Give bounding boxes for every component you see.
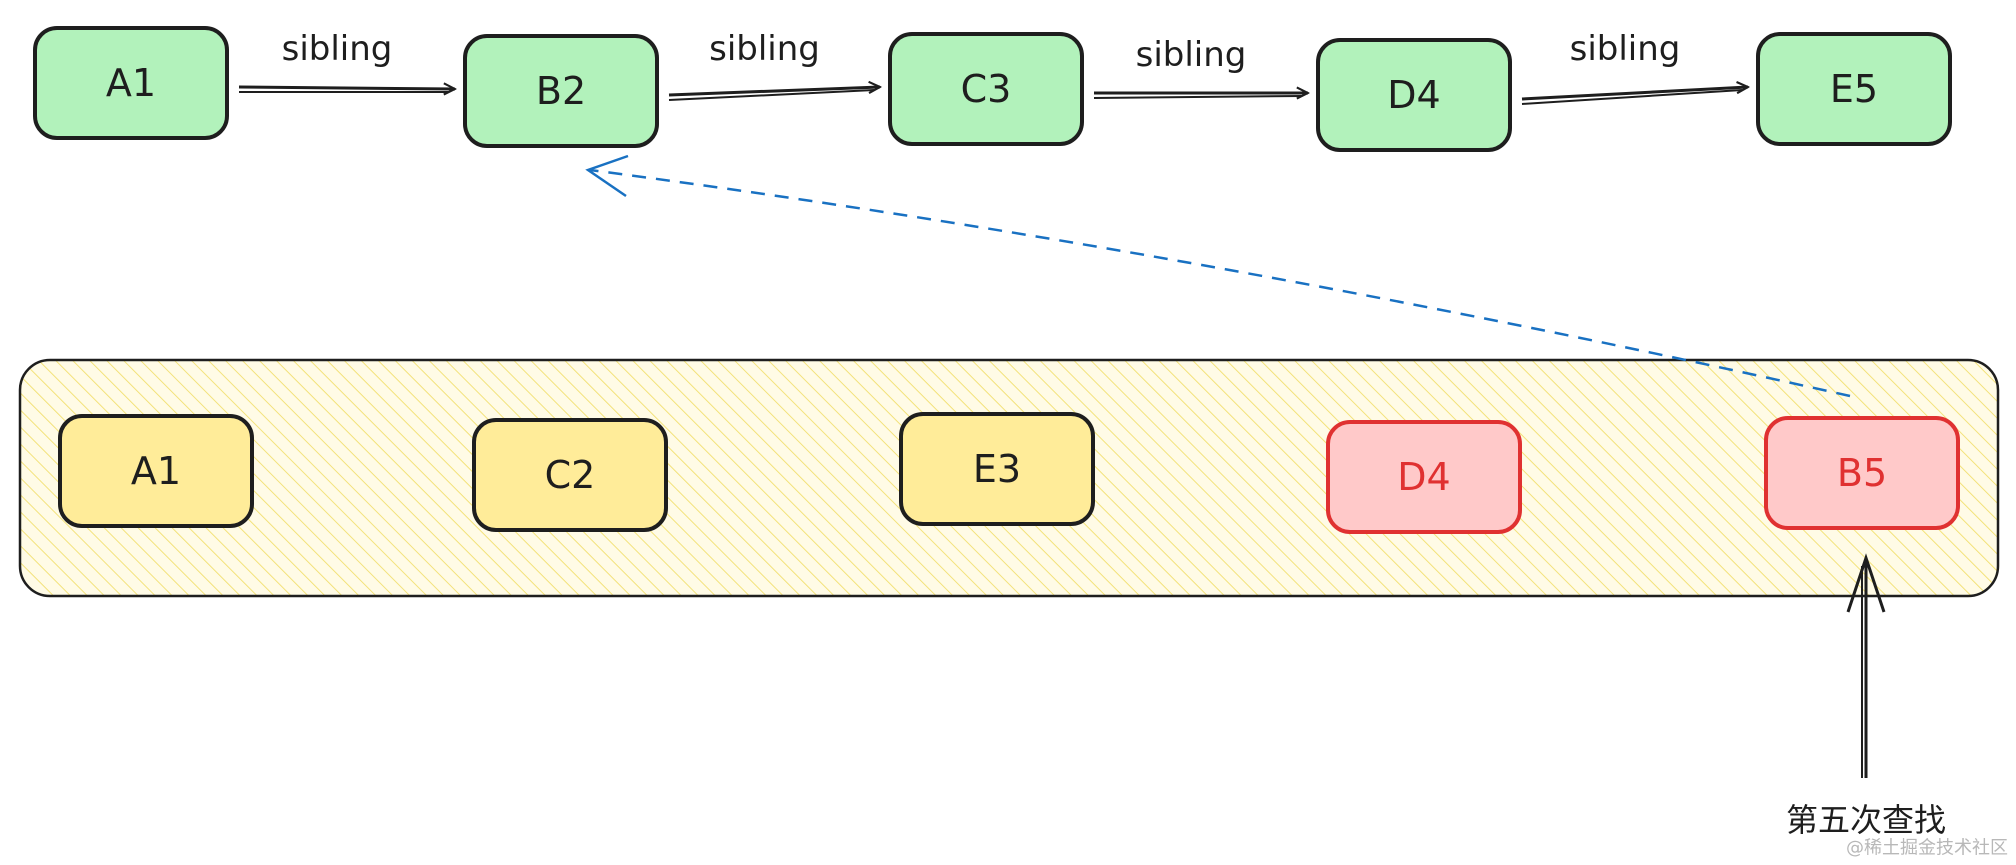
array-node-label: C2 bbox=[545, 453, 596, 497]
array-node-b5: B5 bbox=[1764, 416, 1960, 530]
top-node-label: A1 bbox=[106, 61, 156, 105]
sibling-edge-label: sibling bbox=[1136, 35, 1247, 75]
sibling-edge: sibling bbox=[668, 29, 880, 101]
top-node-label: C3 bbox=[961, 67, 1012, 111]
dashed-back-arrow bbox=[585, 154, 1851, 398]
array-node-a1: A1 bbox=[58, 414, 254, 528]
sibling-edge-label: sibling bbox=[709, 29, 820, 69]
top-node-c3: C3 bbox=[888, 32, 1084, 146]
top-node-b2: B2 bbox=[463, 34, 659, 148]
watermark-text: @稀土掘金技术社区 bbox=[1846, 838, 2008, 859]
sibling-edge: sibling bbox=[1521, 29, 1748, 105]
array-node-e3: E3 bbox=[899, 412, 1095, 526]
top-node-d4: D4 bbox=[1316, 38, 1512, 152]
top-node-label: B2 bbox=[536, 69, 586, 113]
sibling-edge: sibling bbox=[238, 29, 455, 92]
top-node-e5: E5 bbox=[1756, 32, 1952, 146]
top-node-label: E5 bbox=[1830, 67, 1878, 111]
sibling-edge: sibling bbox=[1093, 35, 1308, 98]
top-node-label: D4 bbox=[1387, 73, 1440, 117]
caption-text: 第五次查找 bbox=[1786, 801, 1946, 839]
top-node-a1: A1 bbox=[33, 26, 229, 140]
top-nodes: A1 B2 C3 D4 E5 bbox=[33, 26, 1952, 152]
array-node-label: B5 bbox=[1837, 451, 1887, 495]
bottom-nodes: A1 C2 E3 D4 B5 bbox=[58, 412, 1960, 534]
top-edges: sibling sibling sibling sibling bbox=[238, 29, 1748, 105]
array-node-label: A1 bbox=[131, 449, 181, 493]
array-node-label: D4 bbox=[1397, 455, 1450, 499]
array-node-d4: D4 bbox=[1326, 420, 1522, 534]
array-node-c2: C2 bbox=[472, 418, 668, 532]
sibling-edge-label: sibling bbox=[1570, 29, 1681, 69]
sibling-edge-label: sibling bbox=[282, 29, 393, 69]
lookup-arrow bbox=[1846, 553, 1886, 778]
array-node-label: E3 bbox=[973, 447, 1021, 491]
